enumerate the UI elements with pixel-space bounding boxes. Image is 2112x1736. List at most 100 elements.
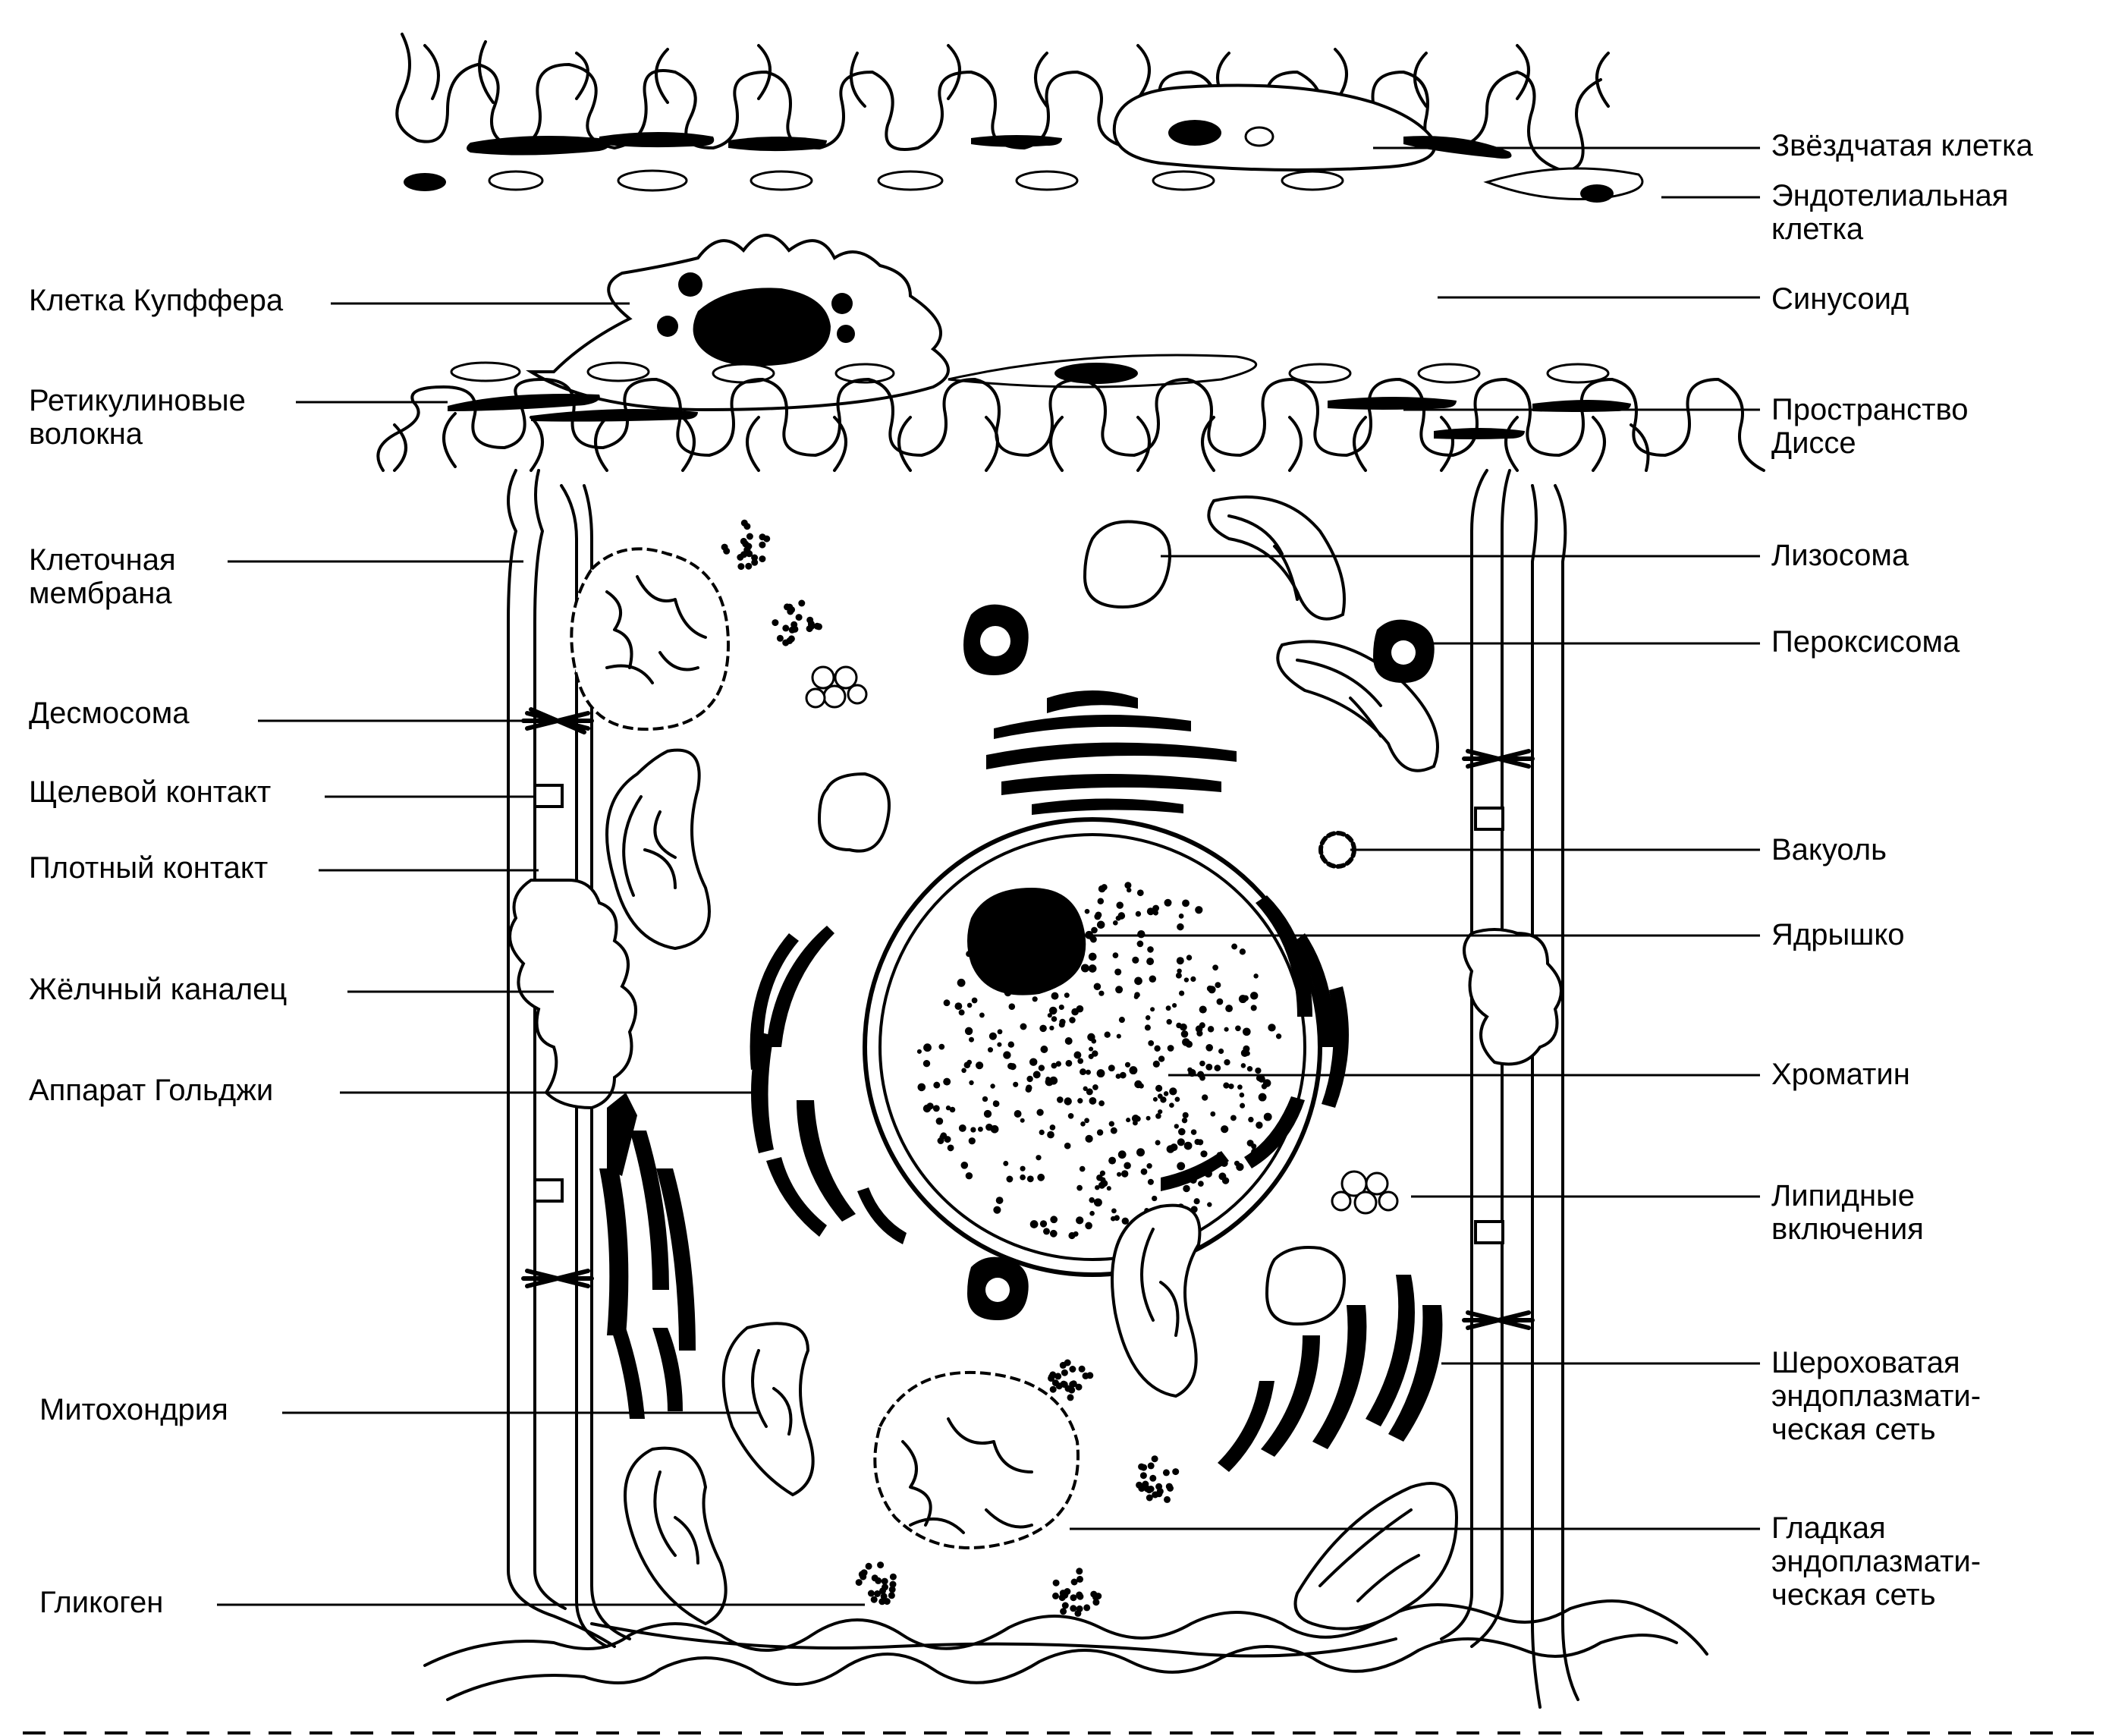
granule-dot (1020, 1023, 1027, 1030)
granule-dot (1070, 1578, 1078, 1586)
granule-dot (1004, 950, 1013, 958)
granule-dot (1186, 954, 1193, 961)
granule-dot (1177, 1162, 1186, 1171)
granule-dot (878, 1598, 886, 1605)
label-mitochondrion: Митохондрия (39, 1393, 228, 1426)
granule-dot (1240, 1063, 1246, 1068)
granule-dot (1077, 1058, 1084, 1065)
granule-dot (1146, 1115, 1151, 1121)
granule-dot (1207, 1026, 1215, 1033)
granule-dot (1051, 992, 1059, 1000)
granule-dot (1258, 1075, 1265, 1083)
granule-dot (1152, 910, 1158, 916)
granule-dot (879, 1587, 886, 1595)
label-kupffer-cell: Клетка Купффера (29, 284, 284, 317)
granule-dot (998, 967, 1005, 974)
granule-dot (788, 606, 795, 614)
granule-dot (1146, 1486, 1153, 1494)
label-endothelial-cell: Эндотелиальная клетка (1771, 179, 2009, 246)
granule-dot (1238, 995, 1247, 1004)
granule-dot (745, 542, 753, 550)
leader-lines (217, 146, 1760, 1606)
granule-dot (1039, 1024, 1047, 1033)
granule-dot (1150, 1007, 1155, 1012)
granule-dot (1076, 1184, 1083, 1191)
granule-dot (1197, 1139, 1204, 1146)
granule-dot (1049, 1385, 1057, 1393)
granule-dot (1249, 992, 1259, 1000)
granule-dot (1070, 1380, 1077, 1388)
granule-dot (1146, 958, 1155, 966)
granule-dot (1074, 1609, 1082, 1617)
granule-dot (1263, 1112, 1272, 1121)
granule-dot (1079, 1165, 1086, 1172)
granule-dot (759, 555, 766, 563)
granule-dot (1155, 1483, 1163, 1490)
granule-dot (1000, 939, 1007, 947)
granule-dot (1043, 1228, 1050, 1235)
smooth-er (570, 547, 1080, 1549)
granule-dot (1251, 1143, 1257, 1149)
label-space-of-disse: Пространство Диссе (1771, 393, 1969, 460)
granule-dot (855, 1579, 863, 1587)
vacuole-shape (1318, 831, 1356, 869)
granule-dot (997, 1042, 1002, 1047)
granule-dot (1151, 1455, 1158, 1463)
stellate-cell-shape (467, 83, 1512, 171)
granule-dot (737, 554, 744, 561)
label-sinusoid: Синусоид (1771, 282, 1909, 316)
granule-dot (1093, 1198, 1102, 1207)
granule-dot (988, 1032, 997, 1040)
granule-dot (1067, 1112, 1074, 1119)
granule-dot (1008, 1003, 1016, 1010)
golgi-stacks (750, 895, 1349, 1244)
granule-dot (1208, 986, 1216, 994)
granule-dot (1037, 1173, 1045, 1181)
granule-dot (751, 558, 759, 566)
granule-dot (1029, 1058, 1038, 1066)
granule-dot (743, 523, 751, 530)
granule-dot (1258, 1093, 1267, 1102)
granule-dot (1256, 1121, 1263, 1129)
granule-dot (1054, 912, 1063, 921)
granule-dot (1114, 968, 1122, 976)
granule-dot (1253, 973, 1259, 979)
granule-dot (1146, 907, 1155, 916)
granule-dot (933, 1081, 941, 1089)
bottom-cell-membrane (423, 1599, 1708, 1701)
granule-dot (1152, 1195, 1158, 1202)
right-cell-membrane (1440, 469, 1579, 1709)
granule-dot (1129, 1066, 1138, 1075)
granule-dot (1049, 1371, 1057, 1379)
granule-dot (1178, 990, 1185, 996)
granule-dot (1004, 989, 1012, 997)
granule-dot (1029, 1220, 1039, 1228)
granule-dot (1139, 1472, 1147, 1480)
lysosomes (817, 520, 1346, 1326)
granule-dot (865, 1562, 872, 1570)
endothelial-row (404, 167, 1644, 203)
granule-dot (745, 562, 753, 570)
granule-dot (1092, 1050, 1098, 1057)
granule-dot (1088, 952, 1097, 961)
granule-dot (1155, 1490, 1163, 1498)
granule-dot (1067, 1394, 1074, 1401)
granule-dot (1098, 990, 1105, 996)
granule-dot (1190, 1129, 1197, 1135)
granule-dot (1049, 1076, 1058, 1085)
granule-dot (1224, 1058, 1230, 1066)
granule-dot (1146, 1163, 1152, 1169)
granule-dot (945, 1105, 951, 1111)
granule-dot (1182, 899, 1190, 907)
granule-dot (1098, 885, 1106, 893)
granule-dot (954, 1002, 963, 1011)
granule-dot (1185, 1040, 1193, 1048)
granule-dot (1157, 1093, 1163, 1099)
granule-dot (1183, 1141, 1193, 1150)
granule-dot (982, 939, 989, 946)
granule-dot (1032, 996, 1038, 1002)
granule-dot (938, 1043, 945, 1050)
granule-dot (1061, 1369, 1068, 1376)
granule-dot (1176, 957, 1184, 965)
granule-dot (1080, 1121, 1086, 1127)
